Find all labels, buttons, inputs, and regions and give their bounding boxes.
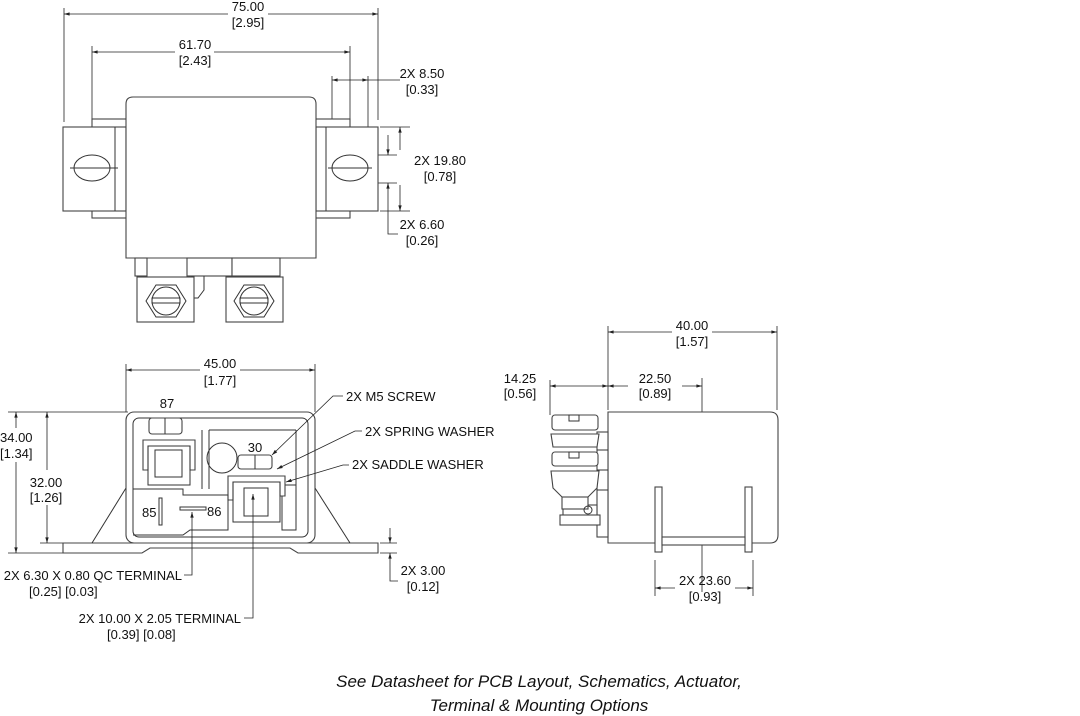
dim-body-depth: 40.00 [1.57] [607, 318, 778, 410]
dim-value: 40.00 [676, 318, 709, 333]
terminal-86-label: 86 [207, 504, 221, 519]
dim-value: 2X 3.00 [401, 563, 446, 578]
dim-overall-width: 75.00 [2.95] [63, 0, 379, 122]
callout-text: 2X M5 SCREW [346, 389, 436, 404]
dim-value-in: [0.56] [504, 386, 537, 401]
footer-line-1: See Datasheet for PCB Layout, Schematics… [336, 672, 742, 691]
terminal-87-label: 87 [160, 396, 174, 411]
dim-value: 32.00 [30, 475, 63, 490]
dim-value-in: [2.95] [232, 15, 265, 30]
dim-value-in: [0.93] [689, 589, 722, 604]
dim-value: 34.00 [0, 430, 33, 445]
dim-terminal-projection: 14.25 [0.56] [504, 371, 608, 415]
relay-side-outline [550, 411, 779, 553]
terminal-85-label: 85 [142, 505, 156, 520]
dim-value-in: [0.89] [639, 386, 672, 401]
dim-value-in: [0.78] [424, 169, 457, 184]
dim-value-in: [0.26] [406, 233, 439, 248]
dim-value-in: [1.34] [0, 446, 33, 461]
dim-center-offset: 22.50 [0.89] [608, 371, 702, 401]
dim-flange-thickness: 2X 3.00 [0.12] [380, 528, 445, 594]
dim-overall-height: 34.00 [1.34] [0, 411, 128, 554]
dim-value: 2X 19.80 [414, 153, 466, 168]
callout-spring-washer: 2X SPRING WASHER [276, 424, 495, 470]
dim-slot-height: 2X 6.60 [0.26] [355, 135, 444, 248]
dim-value: 75.00 [232, 0, 265, 14]
dim-value: 2X 6.60 [400, 217, 445, 232]
terminal-85-blade [158, 497, 163, 526]
dim-value-in: [1.77] [204, 373, 237, 388]
callout-qc-terminal: 2X 6.30 X 0.80 QC TERMINAL [0.25] [0.03] [4, 512, 194, 599]
dim-value: 14.25 [504, 371, 537, 386]
dim-value: 2X 23.60 [679, 573, 731, 588]
footer-line-2: Terminal & Mounting Options [430, 696, 649, 715]
dim-value-in: [1.57] [676, 334, 709, 349]
callout-text: 2X SADDLE WASHER [352, 457, 484, 472]
dim-value: 61.70 [179, 37, 212, 52]
top-view: 75.00 [2.95] 61.70 [2.43] 2X 8.50 [0.33]… [62, 0, 466, 323]
side-view: 40.00 [1.57] 14.25 [0.56] 22.50 [0.89] 2… [504, 318, 779, 604]
dim-hole-spacing: 61.70 [2.43] [91, 37, 351, 150]
dim-flange-height: 2X 19.80 [0.78] [380, 126, 466, 212]
footer-note: See Datasheet for PCB Layout, Schematics… [336, 672, 742, 715]
dim-value-in: [1.26] [30, 490, 63, 505]
relay-front-outline: 87 30 85 86 [62, 396, 379, 554]
dim-value-in: [2.43] [179, 53, 212, 68]
terminal-30-label: 30 [248, 440, 262, 455]
dim-bracket-width: 2X 23.60 [0.93] [654, 560, 754, 604]
callout-power-terminal: 2X 10.00 X 2.05 TERMINAL [0.39] [0.08] [79, 493, 255, 642]
dim-value: 45.00 [204, 356, 237, 371]
relay-top-outline [62, 96, 379, 323]
front-view: 45.00 [1.77] 34.00 [1.34] 32.00 [1.26] 2… [0, 356, 495, 642]
dim-value-in: [0.12] [407, 579, 440, 594]
callout-text-in: [0.39] [0.08] [107, 627, 176, 642]
callout-m5-screw: 2X M5 SCREW [271, 389, 436, 456]
callout-text-in: [0.25] [0.03] [29, 584, 98, 599]
callout-text: 2X 6.30 X 0.80 QC TERMINAL [4, 568, 182, 583]
callout-text: 2X 10.00 X 2.05 TERMINAL [79, 611, 241, 626]
callout-text: 2X SPRING WASHER [365, 424, 495, 439]
dim-value: 22.50 [639, 371, 672, 386]
terminal-86-blade [179, 506, 207, 511]
callout-saddle-washer: 2X SADDLE WASHER [285, 457, 484, 483]
dim-value: 2X 8.50 [400, 66, 445, 81]
dim-body-width: 45.00 [1.77] [125, 356, 316, 412]
dim-body-height: 32.00 [1.26] [30, 411, 64, 544]
dim-value-in: [0.33] [406, 82, 439, 97]
